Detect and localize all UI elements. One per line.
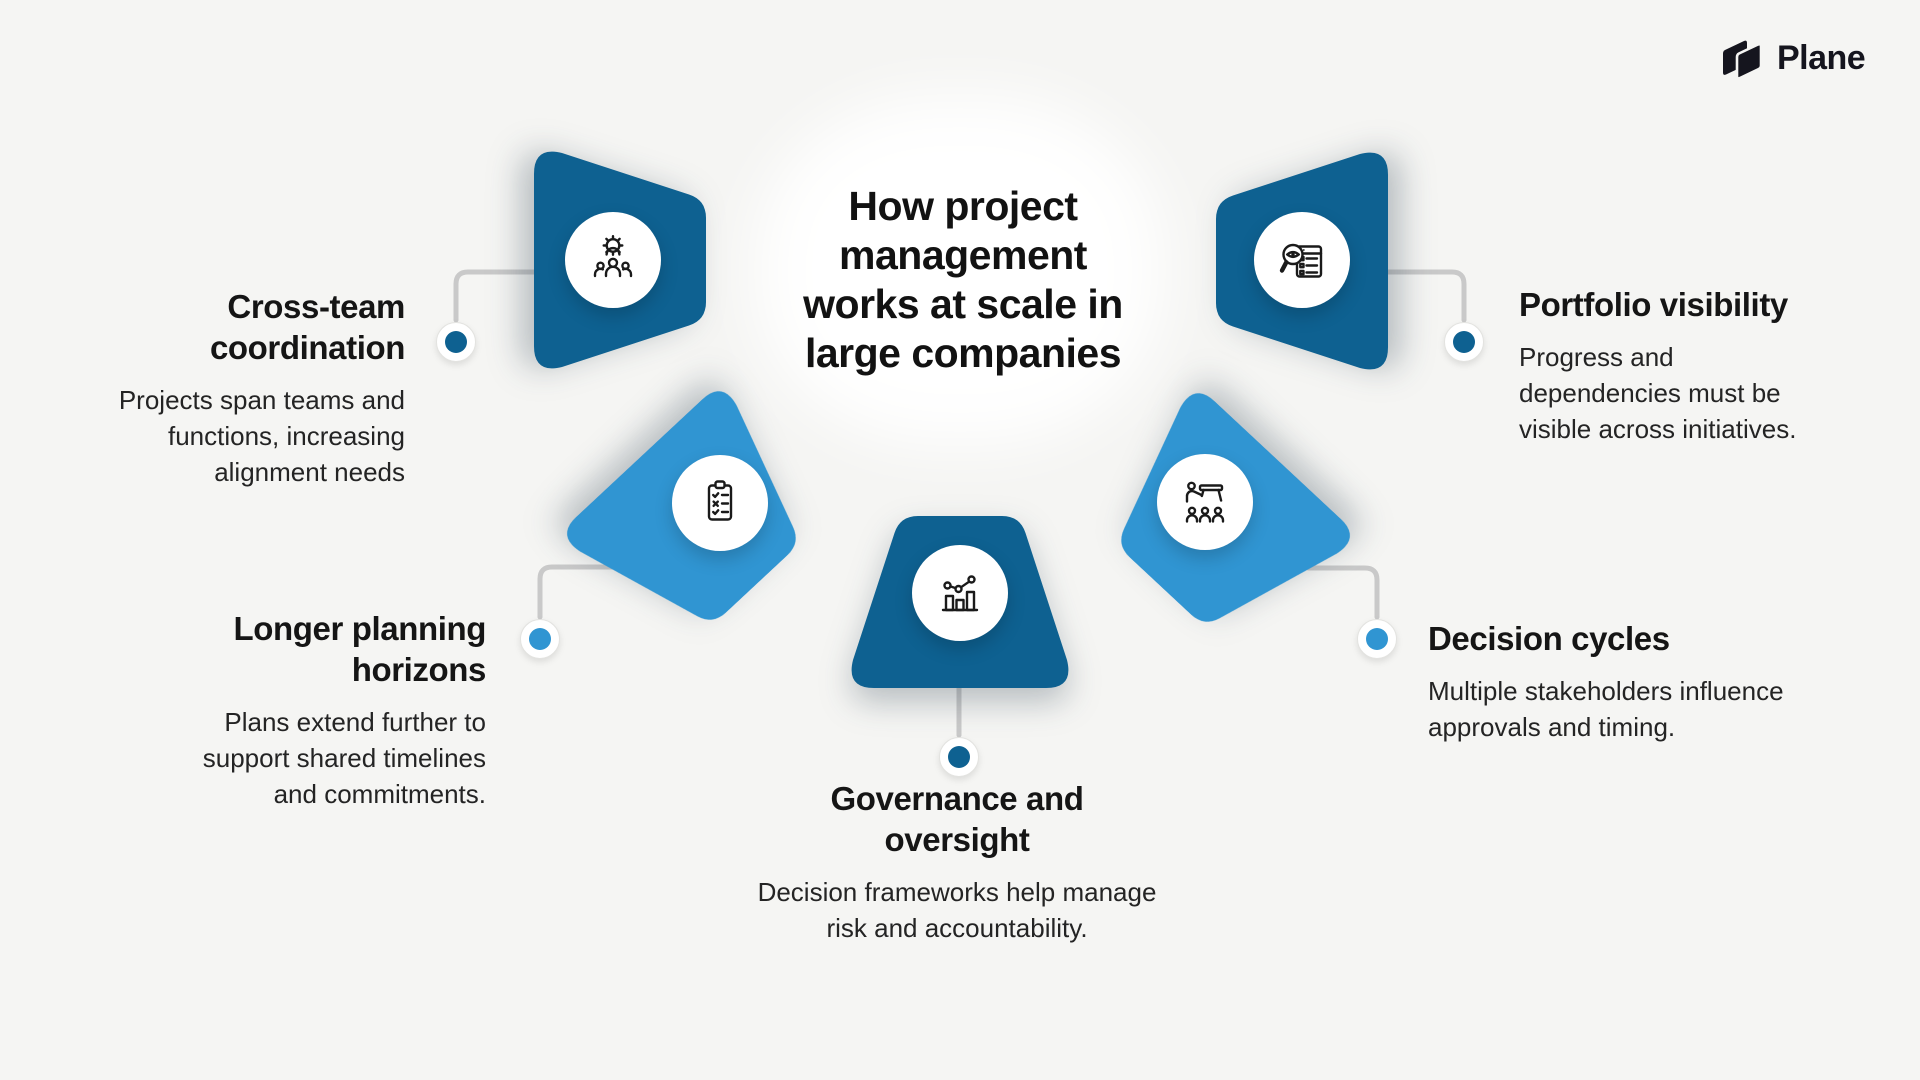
section-text-governance: Governance and oversight Decision framew…: [707, 778, 1207, 946]
presentation-icon: [1185, 481, 1225, 523]
body-line: visible across initiatives.: [1519, 414, 1797, 444]
section-body: Progress and dependencies must be visibl…: [1519, 339, 1849, 447]
title-line: management: [839, 232, 1087, 278]
clipboard-checklist-icon: [707, 480, 733, 521]
title-line: works at scale in: [803, 281, 1123, 327]
connector-planning: [537, 564, 651, 620]
section-body: Multiple stakeholders influence approval…: [1428, 673, 1888, 745]
section-heading: Governance and oversight: [707, 778, 1207, 860]
section-text-portfolio: Portfolio visibility Progress and depend…: [1519, 284, 1849, 447]
section-heading: Decision cycles: [1428, 618, 1888, 659]
connector-dot-planning: [520, 619, 560, 659]
connector-dot-fill: [948, 746, 970, 768]
connector-dot-decision: [1357, 619, 1397, 659]
connector-dot-portfolio: [1444, 322, 1484, 362]
connector-dot-fill: [445, 331, 467, 353]
page-title: How project management works at scale in…: [713, 182, 1213, 378]
connector-dot-fill: [529, 628, 551, 650]
section-heading: Portfolio visibility: [1519, 284, 1849, 325]
heading-line: coordination: [209, 329, 405, 366]
body-line: and commitments.: [273, 779, 486, 809]
body-line: Multiple stakeholders influence: [1428, 676, 1784, 706]
brand-logo-text: Plane: [1777, 38, 1866, 77]
title-line: How project: [848, 183, 1078, 229]
heading-line: Portfolio visibility: [1519, 286, 1788, 323]
connector-decision: [1305, 565, 1380, 620]
section-body: Projects span teams and functions, incre…: [80, 382, 405, 490]
connector-dot-cross-team: [436, 322, 476, 362]
heading-line: oversight: [884, 821, 1030, 858]
body-line: Projects span teams and: [118, 385, 405, 415]
connector-dot-fill: [1366, 628, 1388, 650]
heading-line: Governance and: [830, 780, 1084, 817]
section-heading: Longer planning horizons: [156, 608, 487, 690]
section-body: Decision frameworks help manage risk and…: [707, 874, 1207, 946]
connector-dot-fill: [1453, 331, 1475, 353]
plane-logo-icon: [1723, 40, 1763, 78]
team-gear-icon: [593, 235, 633, 278]
body-line: approvals and timing.: [1428, 712, 1676, 742]
body-line: functions, increasing: [167, 421, 405, 451]
heading-line: Decision cycles: [1428, 620, 1670, 657]
brand-logo: Plane: [1722, 38, 1866, 78]
magnifier-document-icon: [1279, 243, 1323, 278]
connector-portfolio: [1379, 269, 1467, 323]
connector-dot-governance: [939, 737, 979, 777]
icon-circle-cross-team: [565, 212, 661, 308]
body-line: support shared timelines: [202, 743, 486, 773]
body-line: Plans extend further to: [224, 707, 486, 737]
heading-line: Cross-team: [227, 288, 405, 325]
heading-line: horizons: [351, 651, 487, 688]
icon-circle-decision: [1157, 454, 1253, 550]
section-heading: Cross-team coordination: [80, 286, 405, 368]
connector-cross-team: [453, 269, 543, 323]
icon-circle-planning: [672, 455, 768, 551]
title-glow-blob: [755, 95, 1165, 445]
section-body: Plans extend further to support shared t…: [156, 704, 486, 812]
icon-circle-governance: [912, 545, 1008, 641]
section-text-cross-team: Cross-team coordination Projects span te…: [80, 286, 406, 490]
heading-line: Longer planning: [233, 610, 487, 647]
body-line: risk and accountability.: [826, 913, 1088, 943]
title-line: large companies: [804, 330, 1122, 376]
body-line: Decision frameworks help manage: [757, 877, 1157, 907]
body-line: dependencies must be: [1519, 378, 1781, 408]
bar-chart-icon: [941, 575, 979, 612]
section-text-planning: Longer planning horizons Plans extend fu…: [156, 608, 487, 812]
icon-circle-portfolio: [1254, 212, 1350, 308]
body-line: Progress and: [1519, 342, 1674, 372]
section-text-decision: Decision cycles Multiple stakeholders in…: [1428, 618, 1888, 745]
body-line: alignment needs: [214, 457, 405, 487]
